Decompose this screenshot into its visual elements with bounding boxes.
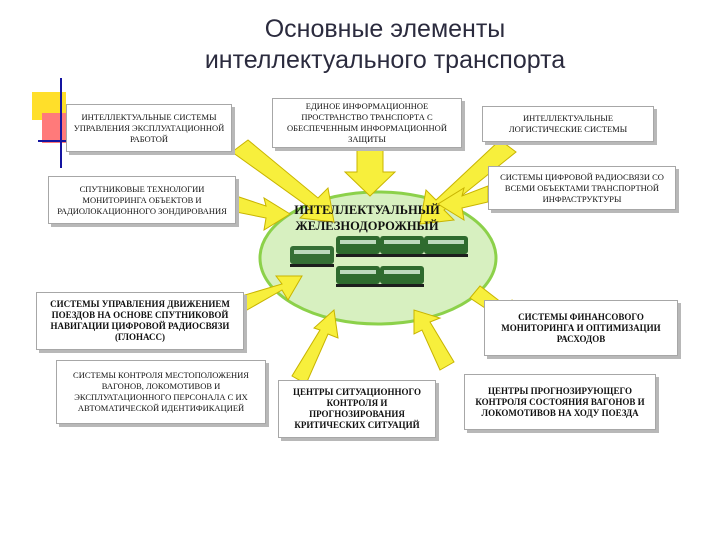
arrow-right: [437, 185, 489, 222]
hub-label: ИНТЕЛЛЕКТУАЛЬНЫЙ ЖЕЛЕЗНОДОРОЖНЫЙ: [282, 202, 452, 234]
box-predictive-control-centers: ЦЕНТРЫ ПРОГНОЗИРУЮЩЕГО КОНТРОЛЯ СОСТОЯНИ…: [464, 374, 656, 430]
hub-ellipse: [258, 190, 498, 326]
box-text: ЦЕНТРЫ СИТУАЦИОННОГО КОНТРОЛЯ И ПРОГНОЗИ…: [293, 387, 421, 430]
box-intelligent-operations-management: ИНТЕЛЛЕКТУАЛЬНЫЕ СИСТЕМЫ УПРАВЛЕНИЯ ЭКСП…: [66, 104, 232, 152]
title-line-2: интеллектуального транспорта: [204, 46, 566, 74]
hub-label-line-1: ИНТЕЛЛЕКТУАЛЬНЫЙ: [294, 203, 440, 217]
box-unified-information-space: ЕДИНОЕ ИНФОРМАЦИОННОЕ ПРОСТРАНСТВО ТРАНС…: [272, 98, 462, 148]
box-text: СИСТЕМЫ УПРАВЛЕНИЯ ДВИЖЕНИЕМ ПОЕЗДОВ НА …: [50, 299, 230, 342]
box-situational-control-centers: ЦЕНТРЫ СИТУАЦИОННОГО КОНТРОЛЯ И ПРОГНОЗИ…: [278, 380, 436, 438]
box-text: СИСТЕМЫ ЦИФРОВОЙ РАДИОСВЯЗИ СО ВСЕМИ ОБЪ…: [500, 171, 664, 204]
box-digital-radio-communication: СИСТЕМЫ ЦИФРОВОЙ РАДИОСВЯЗИ СО ВСЕМИ ОБЪ…: [488, 166, 676, 210]
page-title: Основные элементы интеллектуального тран…: [150, 14, 620, 76]
arrow-bottom-center-right: [413, 309, 455, 371]
box-text: СПУТНИКОВЫЕ ТЕХНОЛОГИИ МОНИТОРИНГА ОБЪЕК…: [57, 183, 227, 216]
box-intelligent-logistics: ИНТЕЛЛЕКТУАЛЬНЫЕ ЛОГИСТИЧЕСКИЕ СИСТЕМЫ: [482, 106, 654, 142]
arrow-bottom-center-left: [291, 309, 339, 385]
arrow-left: [235, 195, 291, 232]
train-lower: [336, 266, 424, 287]
box-text: СИСТЕМЫ КОНТРОЛЯ МЕСТОПОЛОЖЕНИЯ ВАГОНОВ,…: [73, 370, 249, 413]
box-financial-monitoring: СИСТЕМЫ ФИНАНСОВОГО МОНИТОРИНГА И ОПТИМИ…: [484, 300, 678, 356]
deco-red-square: [42, 113, 68, 143]
title-line-1: Основные элементы: [264, 15, 506, 43]
box-text: СИСТЕМЫ ФИНАНСОВОГО МОНИТОРИНГА И ОПТИМИ…: [501, 311, 661, 344]
train-upper: [336, 236, 468, 257]
hub-label-line-2: ЖЕЛЕЗНОДОРОЖНЫЙ: [295, 219, 439, 233]
arrows: [227, 139, 521, 385]
box-train-traffic-control-glonass: СИСТЕМЫ УПРАВЛЕНИЯ ДВИЖЕНИЕМ ПОЕЗДОВ НА …: [36, 292, 244, 350]
box-text: ЕДИНОЕ ИНФОРМАЦИОННОЕ ПРОСТРАНСТВО ТРАНС…: [287, 101, 447, 144]
box-text: ИНТЕЛЛЕКТУАЛЬНЫЕ СИСТЕМЫ УПРАВЛЕНИЯ ЭКСП…: [73, 111, 225, 144]
box-location-control-systems: СИСТЕМЫ КОНТРОЛЯ МЕСТОПОЛОЖЕНИЯ ВАГОНОВ,…: [56, 360, 266, 424]
box-text: ЦЕНТРЫ ПРОГНОЗИРУЮЩЕГО КОНТРОЛЯ СОСТОЯНИ…: [475, 385, 645, 418]
box-text: ИНТЕЛЛЕКТУАЛЬНЫЕ ЛОГИСТИЧЕСКИЕ СИСТЕМЫ: [508, 113, 628, 134]
arrow-top: [343, 147, 397, 197]
box-satellite-monitoring: СПУТНИКОВЫЕ ТЕХНОЛОГИИ МОНИТОРИНГА ОБЪЕК…: [48, 176, 236, 224]
deco-vertical-line: [60, 78, 62, 168]
deco-horizontal-line: [38, 140, 74, 142]
arrow-top-left: [231, 139, 335, 223]
train-middle: [290, 246, 334, 267]
arrow-bottom-left: [227, 275, 303, 315]
